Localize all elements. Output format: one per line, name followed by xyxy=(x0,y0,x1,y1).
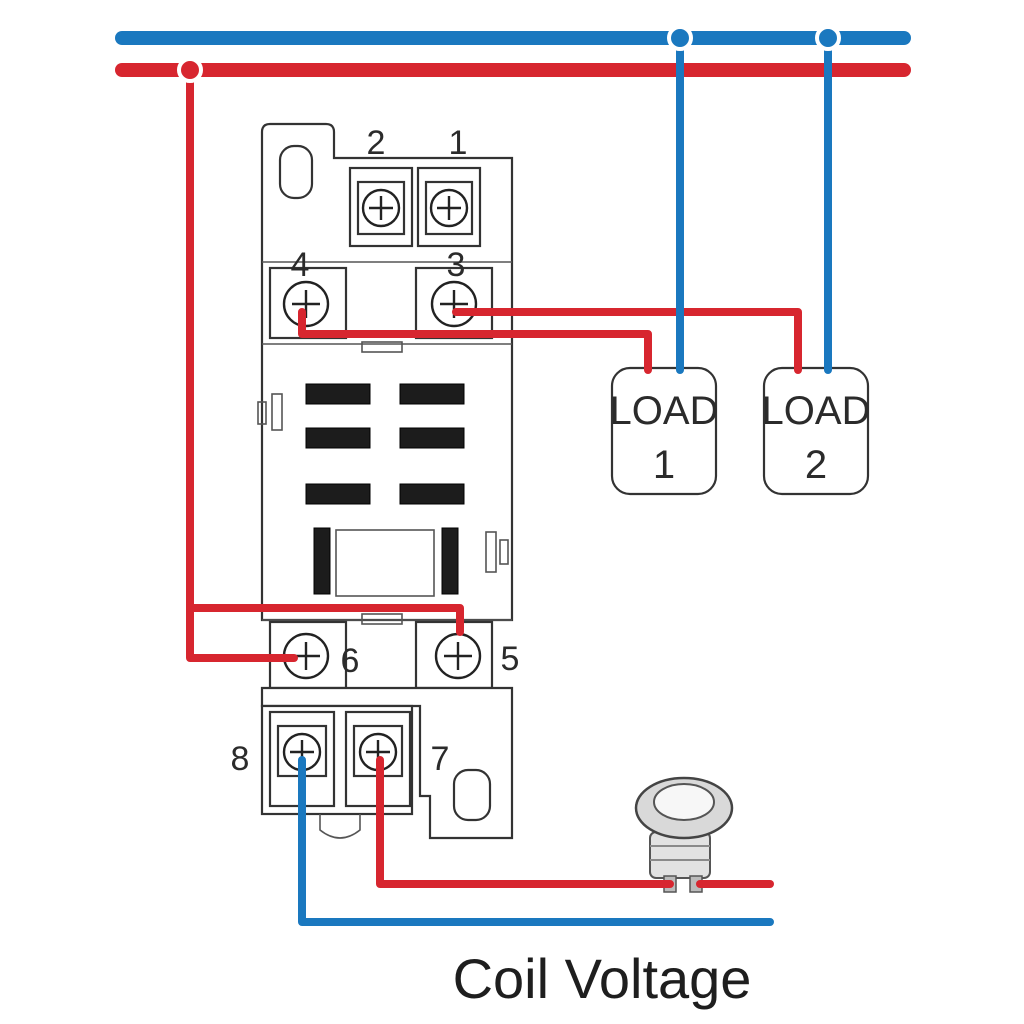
pin-slot xyxy=(399,427,465,449)
load-2: LOAD 2 xyxy=(762,366,871,496)
live-junction-dot xyxy=(177,57,203,83)
side-clip xyxy=(499,539,509,565)
coil-voltage-caption: Coil Voltage xyxy=(453,947,752,1010)
screw-terminal-2 xyxy=(361,188,401,228)
switch-button xyxy=(653,783,715,821)
wire-terminal-3-to-load-2 xyxy=(452,308,802,374)
push-button-switch xyxy=(634,776,734,893)
screw-terminal-3 xyxy=(430,280,478,328)
center-window xyxy=(335,529,435,597)
coil-wire-terminal-7-to-switch xyxy=(376,756,674,888)
neutral-junction-dot-load-2 xyxy=(815,25,841,51)
coil-wire-terminal-8 xyxy=(298,756,774,926)
side-clip xyxy=(485,531,497,573)
load-1: LOAD 1 xyxy=(610,366,719,496)
neutral-junction-dot-load-1 xyxy=(667,25,693,51)
terminal-label-8: 8 xyxy=(231,740,250,778)
pin-slot xyxy=(305,383,371,405)
wire-terminal-4-to-load-1 xyxy=(298,308,652,374)
pin-slot xyxy=(305,427,371,449)
load-2-label: LOAD xyxy=(762,389,871,433)
screw-terminal-5 xyxy=(434,632,482,680)
mounting-hole-top xyxy=(278,144,314,200)
load-2-number: 2 xyxy=(805,443,827,487)
pin-slot xyxy=(305,483,371,505)
bottom-clip xyxy=(319,814,361,839)
pin-slot xyxy=(313,527,331,595)
screw-terminal-1 xyxy=(429,188,469,228)
side-clip xyxy=(271,393,283,431)
load-1-number: 1 xyxy=(653,443,675,487)
center-tab-top xyxy=(361,341,403,353)
center-tab-bottom xyxy=(361,613,403,625)
pin-slot xyxy=(399,383,465,405)
wires xyxy=(115,25,911,926)
pin-slot xyxy=(441,527,459,595)
pin-slot xyxy=(399,483,465,505)
load-2-box xyxy=(762,366,870,496)
mounting-hole-bottom xyxy=(452,768,492,822)
terminal-label-3: 3 xyxy=(447,246,466,284)
terminal-label-7: 7 xyxy=(431,740,450,778)
load-1-box xyxy=(610,366,718,496)
live-wire-to-terminal-5 xyxy=(186,604,464,636)
terminal-label-6: 6 xyxy=(341,642,360,680)
side-clip xyxy=(257,401,267,425)
terminal-label-4: 4 xyxy=(291,246,310,284)
relay-socket xyxy=(257,122,514,840)
terminal-label-1: 1 xyxy=(449,124,468,162)
load-1-label: LOAD xyxy=(610,389,719,433)
live-wire-to-terminal-6 xyxy=(186,66,298,662)
terminal-labels: 2 1 4 3 6 5 8 7 xyxy=(231,124,520,778)
terminal-label-2: 2 xyxy=(367,124,386,162)
terminal-label-5: 5 xyxy=(501,640,520,678)
